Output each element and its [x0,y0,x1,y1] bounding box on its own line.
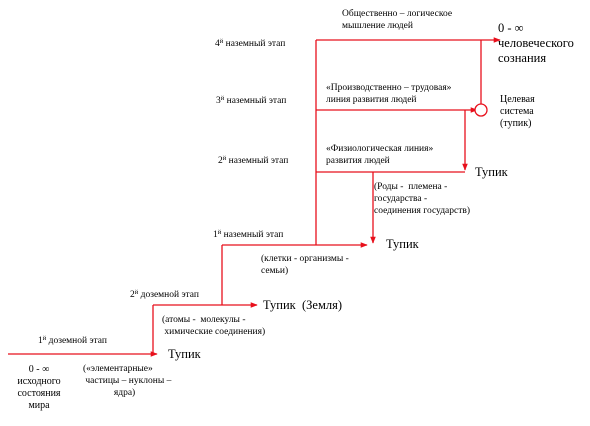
start-state-label: 0 - ∞ исходного состояния мира [17,364,61,411]
level-5-description: «Производственно – трудовая» линия разви… [326,83,452,105]
level-6-endpoint: 0 - ∞ человеческого сознания [498,21,574,65]
level-4-description: «Физиологическая линия» развития людей [326,144,434,166]
level-3-description: (клетки - организмы - семьи) [261,254,349,276]
level-4-subdescription: (Роды - племена - государства - соединен… [374,182,471,216]
level-3-endpoint: Тупик [386,237,419,251]
stage-label-ground-2: 2й наземный этап [218,155,289,166]
level-1-endpoint: Тупик [168,347,201,361]
level-6-description: Общественно – логическое мышление людей [342,9,453,31]
stage-label-ground-1: 1й наземный этап [213,229,284,240]
level-2-endpoint: Тупик (Земля) [263,298,342,312]
level-5-endpoint: Целевая система (тупик) [500,94,535,129]
level-4-endpoint: Тупик [475,165,508,179]
level-1-description: («элементарные» частицы – нуклоны – ядра… [83,364,172,398]
stage-label-ground-3: 3й наземный этап [216,95,287,106]
stage-label-pre-2: 2й доземной этап [130,289,199,300]
level-2-description: (атомы - молекулы - химические соединени… [162,315,266,337]
stage-label-pre-1: 1й доземной этап [38,335,107,346]
stage-label-ground-4: 4й наземный этап [215,38,286,49]
target-system-circle [474,103,488,117]
